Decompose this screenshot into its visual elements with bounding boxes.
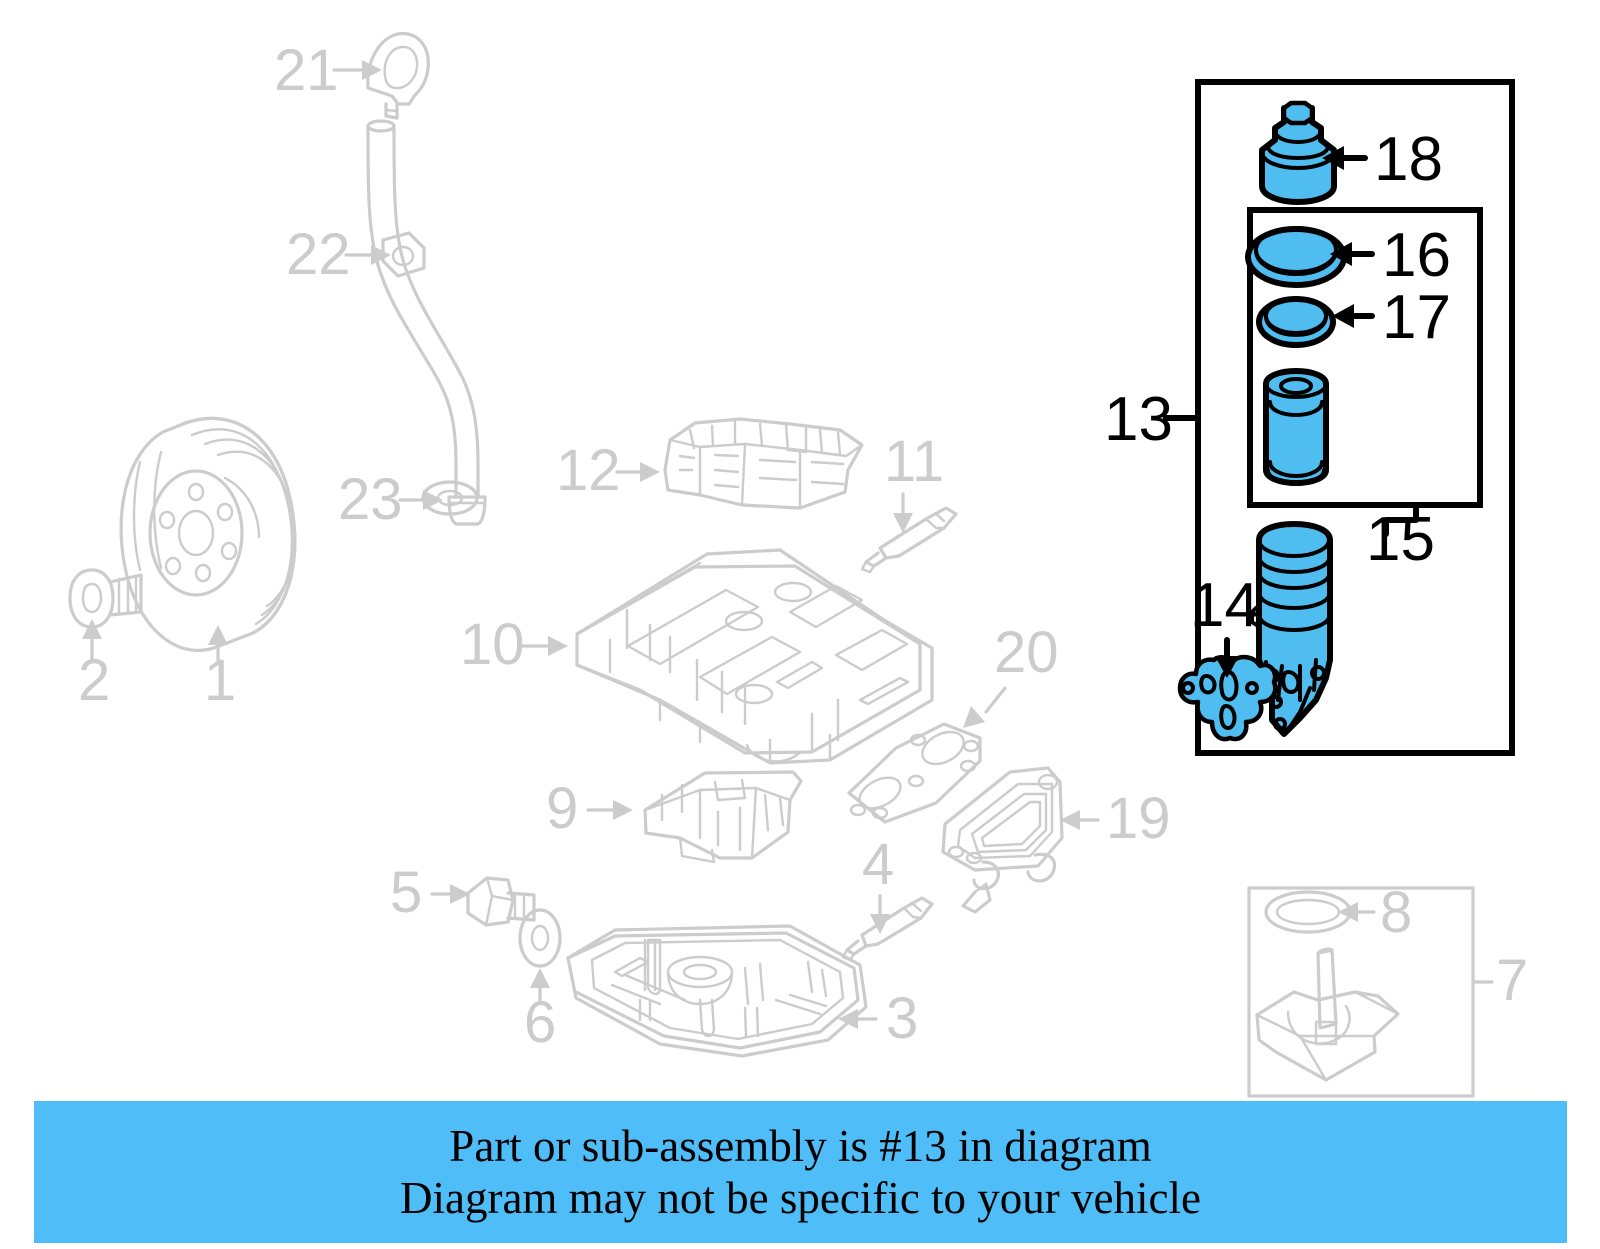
callout-11-label: 11 — [884, 429, 944, 494]
part-10-upper-oil-pan — [575, 548, 934, 765]
part-19-engine-oil-cooler — [941, 766, 1064, 914]
part-17-filter-cap-o-ring-small — [1256, 296, 1336, 348]
callout-23-label: 23 — [338, 467, 403, 532]
banner-line-1: Part or sub-assembly is #13 in diagram — [449, 1120, 1152, 1171]
callout-18-label: 18 — [1374, 125, 1443, 194]
part-20-oil-cooler-gasket — [847, 722, 982, 824]
part-1-crankshaft-pulley — [119, 416, 297, 652]
dipstick-tube — [366, 119, 487, 526]
callout-21-label: 21 — [274, 38, 339, 103]
part-16-filter-cap-o-ring-large — [1245, 226, 1347, 288]
part-12-oil-baffle-plate — [663, 417, 864, 510]
part-5-oil-drain-plug — [466, 876, 536, 927]
callout-10-label: 10 — [460, 612, 525, 677]
part-14-filter-housing-seal-bracket — [1177, 654, 1278, 742]
callout-12-label: 12 — [556, 438, 621, 503]
callout-14-label: 14 — [1190, 571, 1259, 640]
callout-5-label: 5 — [390, 860, 422, 925]
part-11-sealant-tube-upper — [860, 506, 958, 574]
callout-17-label: 17 — [1382, 283, 1451, 352]
part-21-dipstick-handle — [366, 31, 430, 120]
callout-7-label: 7 — [1496, 948, 1528, 1013]
disclaimer-banner: Part or sub-assembly is #13 in diagram D… — [34, 1101, 1567, 1243]
callout-20-label: 20 — [994, 620, 1059, 685]
callout-1-label: 1 — [204, 648, 236, 713]
banner-line-2: Diagram may not be specific to your vehi… — [400, 1173, 1201, 1223]
part-18-oil-filter-cap — [1259, 100, 1337, 205]
part-6-drain-plug-gasket — [518, 908, 562, 968]
callout-4-label: 4 — [862, 832, 894, 897]
callout-2-label: 2 — [78, 648, 110, 713]
part-4-sealant-tube-lower — [841, 896, 934, 962]
callout-9-label: 9 — [546, 776, 578, 841]
part-13-oil-filter-housing — [1250, 521, 1333, 737]
part-13-group-box — [1195, 79, 1515, 756]
callout-16-label: 16 — [1382, 221, 1451, 290]
part-9-windage-tray — [643, 770, 803, 864]
part-15-group-box — [1247, 207, 1483, 508]
part-22-dipstick-tube-clip — [381, 231, 426, 278]
highlighted-callouts: 18 16 17 13 15 14 — [1104, 125, 1451, 678]
inactive-callouts: 21 22 23 2 1 12 11 — [78, 38, 1528, 1055]
part-2-pulley-bolt — [68, 568, 143, 629]
callout-8-label: 8 — [1380, 880, 1412, 945]
callout-3-label: 3 — [886, 986, 918, 1051]
callout-13-label: 13 — [1104, 385, 1173, 454]
callout-22-label: 22 — [286, 222, 351, 287]
callout-19-label: 19 — [1106, 786, 1171, 851]
callout-15-label: 15 — [1366, 505, 1435, 574]
part-15-filter-element — [1263, 368, 1329, 486]
